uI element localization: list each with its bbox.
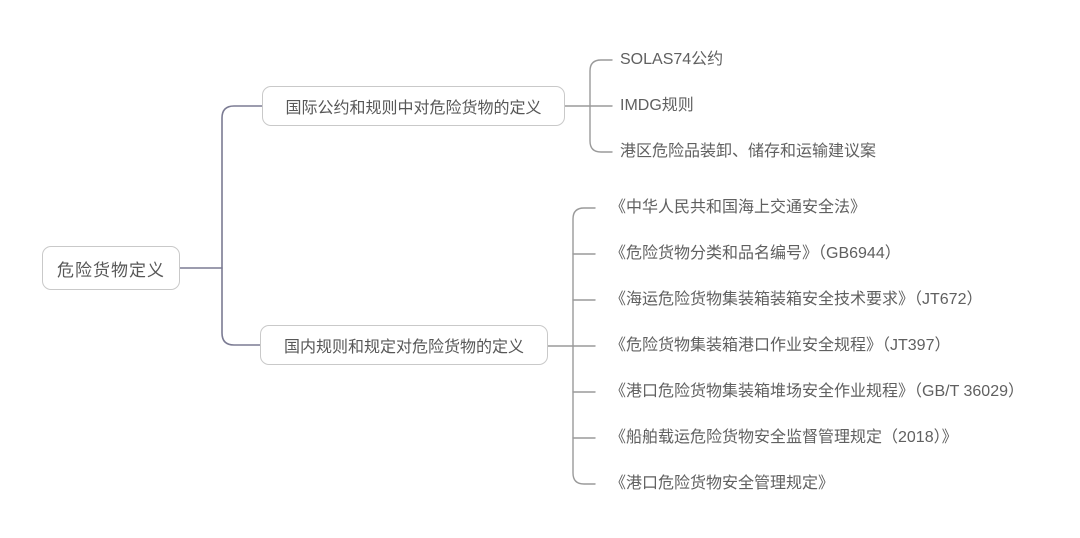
subtopic-ship-supervision-2018[interactable]: 《船舶载运危险货物安全监督管理规定（2018）》 [610,429,958,446]
branch-topic-domestic[interactable]: 国内规则和规定对危险货物的定义 [260,325,548,365]
root-topic[interactable]: 危险货物定义 [42,246,180,290]
subtopic-port-area-rec[interactable]: 港区危险品装卸、储存和运输建议案 [620,143,877,160]
trunk-line [221,105,263,346]
subtopic-gbt36029[interactable]: 《港口危险货物集装箱堆场安全作业规程》（GB/T 36029） [610,383,1024,400]
branch1-spine-line [589,59,613,153]
subtopic-maritime-safety-law[interactable]: 《中华人民共和国海上交通安全法》 [610,199,867,216]
subtopic-imdg[interactable]: IMDG规则 [620,97,694,114]
branch-topic-international[interactable]: 国际公约和规则中对危险货物的定义 [262,86,565,126]
subtopic-jt672[interactable]: 《海运危险货物集装箱装箱安全技术要求》（JT672） [610,291,983,308]
subtopic-jt397[interactable]: 《危险货物集装箱港口作业安全规程》（JT397） [610,337,951,354]
branch2-spine-line [572,207,596,485]
subtopic-gb6944[interactable]: 《危险货物分类和品名编号》（GB6944） [610,245,901,262]
subtopic-port-dg-management[interactable]: 《港口危险货物安全管理规定》 [610,475,835,492]
subtopic-solas74[interactable]: SOLAS74公约 [620,51,724,68]
